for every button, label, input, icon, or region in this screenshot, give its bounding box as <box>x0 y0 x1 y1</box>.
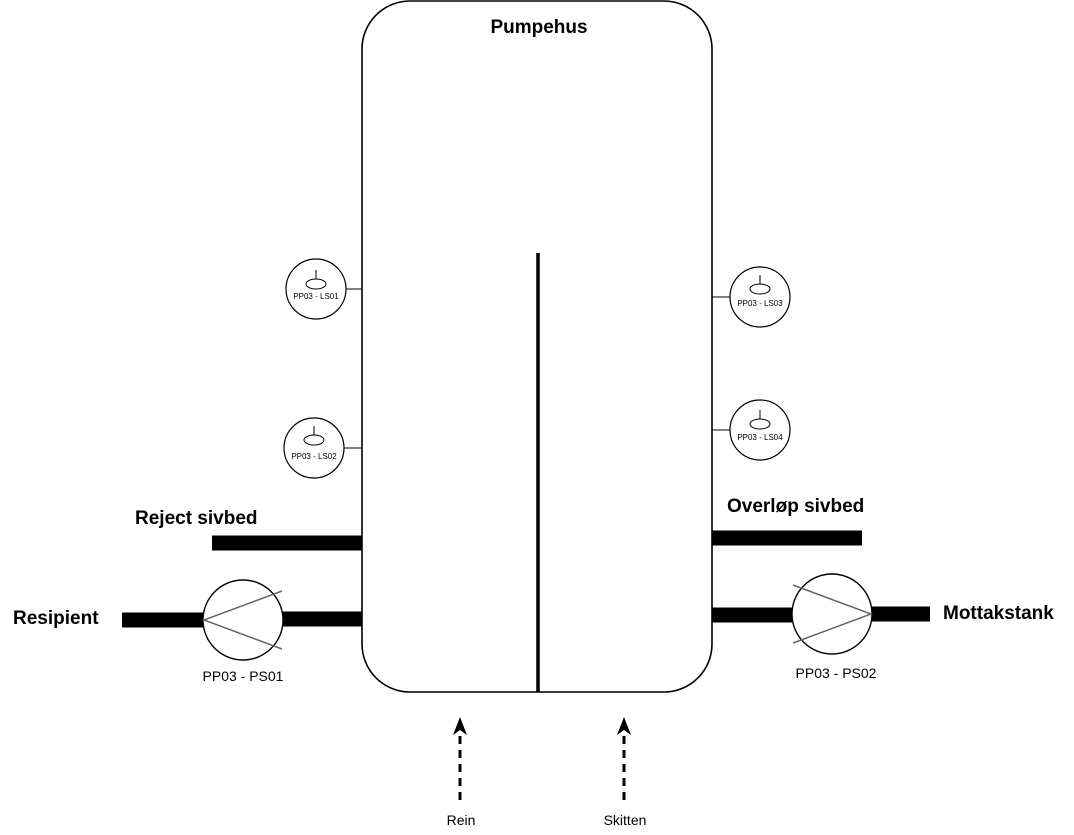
level-sensor-ls04[interactable] <box>712 399 791 461</box>
pump-chevron-icon <box>201 590 283 650</box>
level-sensor-ls02-label: PP03 - LS02 <box>291 452 337 461</box>
level-sensor-ls03-label: PP03 - LS03 <box>737 299 783 308</box>
float-switch-icon <box>749 418 771 430</box>
arrow-head-icon <box>617 717 631 735</box>
dirty-inflow-arrow <box>617 717 631 800</box>
overflow-sivbed-label: Overløp sivbed <box>727 496 865 517</box>
clean-inflow-arrow <box>453 717 467 800</box>
pump-ps01-label: PP03 - PS01 <box>202 668 284 684</box>
pump-ps02-label: PP03 - PS02 <box>795 665 877 681</box>
float-switch-icon <box>749 283 771 295</box>
clean-inflow-label: Rein <box>446 812 476 828</box>
float-switch-icon <box>305 278 327 290</box>
level-sensor-ls01[interactable] <box>285 258 362 320</box>
reject-sivbed-label: Reject sivbed <box>135 508 258 529</box>
level-sensor-ls04-label: PP03 - LS04 <box>737 433 783 442</box>
dirty-inflow-label: Skitten <box>603 812 647 828</box>
pump-ps02[interactable] <box>791 573 874 655</box>
receiving-tank-label: Mottakstank <box>943 603 1054 624</box>
level-sensor-ls02[interactable] <box>283 417 362 479</box>
tank-title: Pumpehus <box>490 17 588 38</box>
arrow-head-icon <box>453 717 467 735</box>
pump-ps01[interactable] <box>201 579 284 661</box>
recipient-label: Resipient <box>13 608 99 629</box>
level-sensor-ls03[interactable] <box>712 266 791 328</box>
float-switch-icon <box>303 434 325 446</box>
level-sensor-ls01-label: PP03 - LS01 <box>293 292 339 301</box>
pump-chevron-icon <box>792 584 874 644</box>
